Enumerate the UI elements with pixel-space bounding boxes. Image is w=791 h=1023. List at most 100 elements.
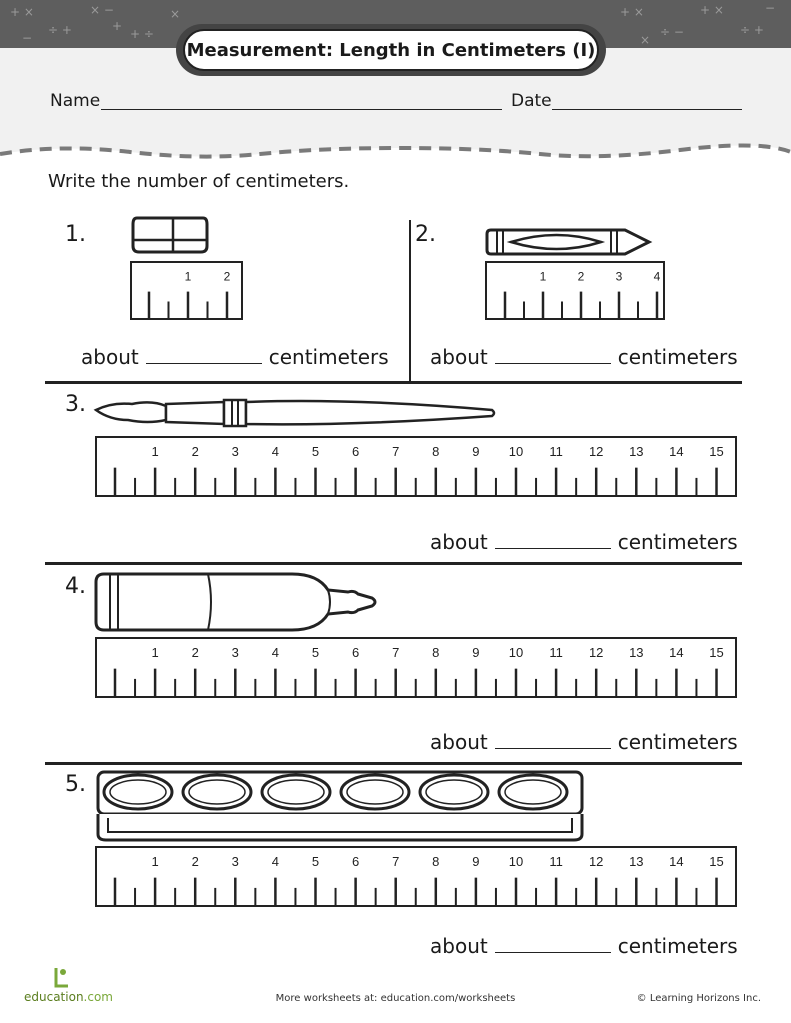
ruler-tick-label: 4	[654, 270, 661, 284]
svg-text:+: +	[112, 19, 122, 33]
ruler-2: 1 2 3 4	[485, 261, 665, 320]
svg-text:× −: × −	[90, 3, 114, 17]
ruler-tick-label: 12	[589, 444, 603, 459]
ruler-tick-label: 14	[669, 854, 683, 869]
torn-edge-divider	[0, 143, 791, 166]
answer-suffix: centimeters	[617, 730, 738, 754]
answer-5: about centimeters	[430, 934, 738, 958]
ruler-tick-label: 4	[272, 854, 279, 869]
date-field[interactable]	[552, 109, 742, 110]
marker-icon	[94, 572, 377, 632]
problem-3-number: 3.	[65, 392, 86, 417]
ruler-tick-label: 15	[709, 444, 723, 459]
answer-suffix: centimeters	[617, 345, 738, 369]
vertical-divider	[409, 220, 411, 382]
ruler-tick-label: 13	[629, 854, 643, 869]
page-title: Measurement: Length in Centimeters (I)	[186, 39, 596, 61]
ruler-tick-label: 8	[432, 645, 439, 660]
ruler-tick-label: 4	[272, 645, 279, 660]
ruler-tick-label: 10	[509, 645, 523, 660]
answer-4-blank[interactable]	[494, 748, 611, 749]
ruler-tick-label: 14	[669, 645, 683, 660]
answer-prefix: about	[430, 934, 488, 958]
education-logo-icon	[54, 968, 68, 988]
section-divider-1	[45, 381, 742, 384]
answer-1-blank[interactable]	[145, 363, 262, 364]
ruler-tick-label: 5	[312, 645, 319, 660]
logo-text: education	[24, 990, 84, 1004]
answer-suffix: centimeters	[617, 530, 738, 554]
ruler-tick-label: 1	[151, 854, 158, 869]
ruler-tick-label: 2	[192, 444, 199, 459]
ruler-tick-label: 11	[549, 854, 563, 869]
ruler-tick-label: 2	[578, 270, 585, 284]
ruler-tick-label: 6	[352, 645, 359, 660]
ruler-tick-label: 2	[192, 854, 199, 869]
ruler-tick-label: 11	[549, 645, 563, 660]
instructions: Write the number of centimeters.	[48, 171, 350, 192]
answer-prefix: about	[430, 530, 488, 554]
answer-5-blank[interactable]	[494, 952, 611, 953]
date-label: Date	[511, 91, 552, 111]
svg-text:+ ÷: + ÷	[130, 27, 154, 41]
svg-text:×: ×	[640, 33, 650, 47]
ruler-tick-label: 9	[472, 444, 479, 459]
answer-prefix: about	[430, 730, 488, 754]
problem-5-number: 5.	[65, 772, 86, 797]
svg-text:+ ×: + ×	[10, 5, 34, 19]
ruler-tick-label: 14	[669, 444, 683, 459]
ruler-tick-label: 12	[589, 645, 603, 660]
answer-suffix: centimeters	[268, 345, 389, 369]
ruler-tick-label: 2	[224, 270, 231, 284]
answer-4: about centimeters	[430, 730, 738, 754]
crayon-icon	[485, 228, 653, 256]
answer-3: about centimeters	[430, 530, 738, 554]
ruler-tick-label: 1	[540, 270, 547, 284]
ruler-tick-label: 13	[629, 645, 643, 660]
svg-text:−: −	[765, 1, 775, 15]
ruler-tick-label: 3	[232, 645, 239, 660]
answer-2-blank[interactable]	[494, 363, 611, 364]
problem-4-number: 4.	[65, 574, 86, 599]
svg-text:÷ −: ÷ −	[660, 25, 684, 39]
education-logo[interactable]: education.com	[24, 990, 113, 1004]
name-field[interactable]	[101, 109, 502, 110]
footer-link[interactable]: More worksheets at: education.com/worksh…	[275, 993, 516, 1004]
answer-3-blank[interactable]	[494, 548, 611, 549]
ruler-tick-label: 9	[472, 854, 479, 869]
title-box: Measurement: Length in Centimeters (I)	[183, 29, 599, 71]
svg-text:×: ×	[170, 7, 180, 21]
section-divider-3	[45, 762, 742, 765]
paint-palette-icon	[96, 770, 584, 842]
ruler-tick-label: 2	[192, 645, 199, 660]
ruler-tick-label: 6	[352, 854, 359, 869]
ruler-tick-label: 10	[509, 444, 523, 459]
section-divider-2	[45, 562, 742, 565]
ruler-tick-label: 3	[616, 270, 623, 284]
answer-prefix: about	[430, 345, 488, 369]
ruler-tick-label: 11	[549, 444, 563, 459]
ruler-tick-label: 5	[312, 444, 319, 459]
answer-suffix: centimeters	[617, 934, 738, 958]
problem-1-number: 1.	[65, 222, 86, 247]
ruler-tick-label: 4	[272, 444, 279, 459]
ruler-tick-label: 7	[392, 645, 399, 660]
ruler-tick-label: 6	[352, 444, 359, 459]
ruler-tick-label: 13	[629, 444, 643, 459]
svg-text:÷ +: ÷ +	[48, 23, 72, 37]
ruler-tick-label: 12	[589, 854, 603, 869]
ruler-tick-label: 1	[151, 645, 158, 660]
ruler-tick-label: 7	[392, 444, 399, 459]
copyright: © Learning Horizons Inc.	[636, 993, 761, 1004]
name-label: Name	[50, 91, 101, 111]
ruler-tick-label: 8	[432, 854, 439, 869]
svg-text:−: −	[22, 31, 32, 45]
